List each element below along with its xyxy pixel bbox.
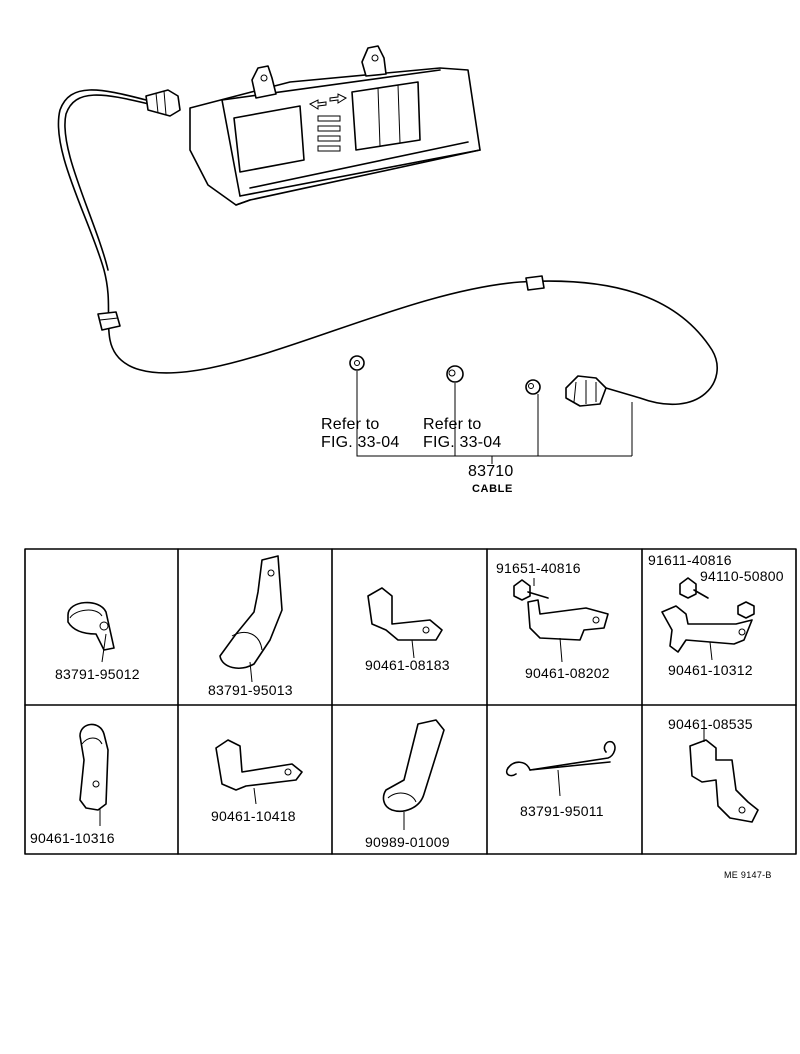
fig-ref-label-2: FIG. 33-04 — [423, 434, 502, 451]
instrument-cluster — [189, 45, 481, 206]
part-label-91611-40816: 91611-40816 — [648, 552, 732, 568]
drawing-code: ME 9147-B — [724, 870, 772, 880]
clamp-90461-10316 — [79, 723, 109, 826]
parts-grid-lines — [24, 548, 797, 855]
part-label-83791-95013: 83791-95013 — [208, 682, 293, 698]
part-label-94110-50800: 94110-50800 — [700, 568, 784, 584]
part-label-90461-08202: 90461-08202 — [525, 665, 610, 681]
clamp-90989-01009 — [382, 719, 445, 830]
part-label-90461-10418: 90461-10418 — [211, 808, 296, 824]
cable-name: CABLE — [472, 483, 513, 495]
part-label-90989-01009: 90989-01009 — [365, 834, 450, 850]
bracket-90461-08183 — [367, 587, 443, 659]
part-label-90461-10312: 90461-10312 — [668, 662, 753, 678]
part-label-83791-95011: 83791-95011 — [520, 803, 604, 819]
grommet-rings — [349, 355, 541, 395]
bracket-90461-10312 — [661, 577, 755, 661]
bracket-90461-10418 — [215, 739, 303, 805]
refer-to-label-1: Refer to — [321, 416, 380, 433]
fig-ref-label-1: FIG. 33-04 — [321, 434, 400, 451]
clamp-83791-95012 — [67, 601, 115, 663]
part-label-90461-10316: 90461-10316 — [30, 830, 115, 846]
part-label-91651-40816: 91651-40816 — [496, 560, 581, 576]
speedometer-cable — [57, 89, 718, 407]
part-label-83791-95012: 83791-95012 — [55, 666, 140, 682]
part-label-90461-08183: 90461-08183 — [365, 657, 450, 673]
bracket-90461-08535 — [689, 722, 759, 823]
refer-to-label-2: Refer to — [423, 416, 482, 433]
spring-clip-83791-95011 — [505, 740, 616, 797]
cable-part-number: 83710 — [468, 463, 514, 480]
bracket-90461-08202 — [513, 578, 609, 663]
leader-lines — [356, 371, 633, 464]
part-label-90461-08535: 90461-08535 — [668, 716, 753, 732]
clamp-83791-95013 — [219, 555, 283, 683]
